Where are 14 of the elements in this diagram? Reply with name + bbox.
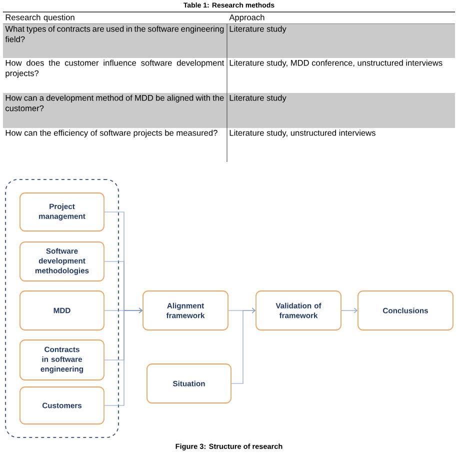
table-cell: Literature study, MDD conference, unstructured interviews xyxy=(230,60,442,68)
column-header: Approach xyxy=(229,14,264,22)
table-cell: Literature study, unstructured interviews xyxy=(230,130,376,138)
arrow xyxy=(231,308,256,384)
table-cell: What types of contracts are used in the software engineering field? xyxy=(3,24,227,58)
arrow xyxy=(341,308,358,314)
table-cell: Literature study xyxy=(227,24,455,58)
table-cell: Literature study xyxy=(227,93,455,128)
column-header: Research question xyxy=(6,14,74,22)
table-cell: How can the efficiency of software projects be measured? xyxy=(6,130,218,138)
table-cell: How can a development method of MDD be aligned with the customer? xyxy=(3,93,227,128)
arrow xyxy=(104,308,143,406)
table-cell: How does the customer influence software development projects? xyxy=(6,60,224,78)
dashed-group-frame xyxy=(5,179,119,438)
